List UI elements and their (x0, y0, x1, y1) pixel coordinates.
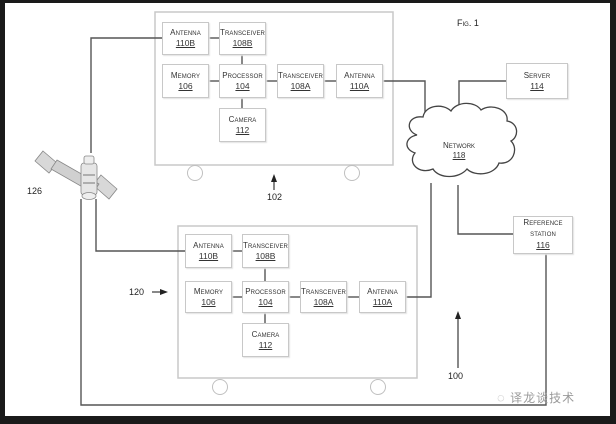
system-ref-label: 100 (448, 371, 464, 381)
server-114: Server 114 (506, 63, 568, 99)
satellite-icon (34, 150, 118, 200)
component-name: Antenna (193, 240, 224, 250)
refstation-name: Reference (523, 218, 563, 228)
refstation-ref: 116 (536, 240, 550, 251)
top-processor-104: Processor 104 (219, 64, 266, 98)
top-memory-106: Memory 106 (162, 64, 209, 98)
reference-station-116: Reference station 116 (513, 216, 573, 254)
component-ref: 110A (349, 80, 370, 91)
bottom-antenna-110a: Antenna 110A (359, 281, 406, 313)
component-ref: 110A (372, 296, 393, 307)
patent-figure: Antenna 110B Transceiver 108B Memory 106… (5, 3, 610, 416)
vehicle-bottom-ref-label: 120 (129, 287, 145, 297)
bottom-transceiver-108a: Transceiver 108A (300, 281, 347, 313)
wechat-icon: ◌ (497, 390, 506, 405)
bottom-transceiver-108b: Transceiver 108B (242, 234, 289, 268)
component-ref: 106 (201, 296, 216, 307)
bottom-memory-106: Memory 106 (185, 281, 232, 313)
vehicle-top-outline (154, 11, 394, 166)
top-camera-112: Camera 112 (219, 108, 266, 142)
component-ref: 112 (258, 339, 273, 350)
link-bot-anta-network (406, 183, 432, 298)
link-refstation-satellite (80, 199, 547, 406)
component-ref: 108A (290, 80, 311, 91)
server-name: Server (523, 70, 551, 80)
vehicle-top-wheel-right (344, 165, 360, 181)
bottom-processor-104: Processor 104 (242, 281, 289, 313)
top-transceiver-108a: Transceiver 108A (277, 64, 324, 98)
component-ref: 110B (175, 38, 196, 49)
component-ref: 106 (178, 80, 193, 91)
vehicle-bottom-outline (177, 225, 418, 379)
network-label: Network 118 (433, 141, 485, 162)
bottom-camera-112: Camera 112 (242, 323, 289, 357)
vehicle-top-ref-label: 102 (267, 192, 283, 202)
arrow-100-head (455, 311, 461, 319)
arrow-102-head (271, 174, 277, 182)
component-name: Transceiver (243, 240, 288, 250)
arrow-120-head (160, 289, 168, 295)
component-ref: 108B (232, 38, 253, 49)
link-bot-antb-satellite (95, 199, 185, 252)
connections-layer (34, 11, 547, 406)
component-ref: 104 (258, 296, 273, 307)
component-name: Processor (222, 70, 263, 80)
component-name: Antenna (367, 286, 398, 296)
component-name: Camera (228, 114, 257, 124)
network-name: Network (442, 141, 476, 150)
component-name: Memory (193, 286, 224, 296)
network-ref: 118 (452, 151, 466, 161)
vehicle-top-wheel-left (187, 165, 203, 181)
component-name: Transceiver (301, 286, 346, 296)
component-name: Antenna (170, 28, 201, 38)
link-top-anta-network (383, 80, 426, 123)
component-ref: 108A (313, 296, 334, 307)
link-network-refstation (457, 185, 513, 235)
component-ref: 104 (235, 80, 250, 91)
component-name: Antenna (344, 70, 375, 80)
component-name: Processor (245, 286, 286, 296)
link-top-antb-satellite (90, 37, 162, 153)
server-ref: 114 (530, 80, 544, 91)
top-transceiver-108b: Transceiver 108B (219, 22, 266, 55)
watermark-text: 译龙谈技术 (510, 391, 576, 405)
network-cloud (406, 102, 518, 178)
component-ref: 112 (235, 124, 250, 135)
figure-title: Fig. 1 (457, 18, 479, 28)
bottom-antenna-110b: Antenna 110B (185, 234, 232, 268)
vehicle-bottom-wheel-right (370, 379, 386, 395)
component-name: Memory (170, 70, 201, 80)
component-ref: 110B (198, 250, 219, 261)
component-ref: 108B (255, 250, 276, 261)
top-antenna-110a: Antenna 110A (336, 64, 383, 98)
top-antenna-110b: Antenna 110B (162, 22, 209, 55)
vehicle-bottom-wheel-left (212, 379, 228, 395)
watermark: ◌ 译龙谈技术 (497, 389, 575, 406)
component-name: Transceiver (220, 28, 265, 38)
component-name: Camera (251, 329, 280, 339)
refstation-name-line2: station (530, 229, 556, 239)
satellite-ref-label: 126 (27, 186, 43, 196)
component-name: Transceiver (278, 70, 323, 80)
